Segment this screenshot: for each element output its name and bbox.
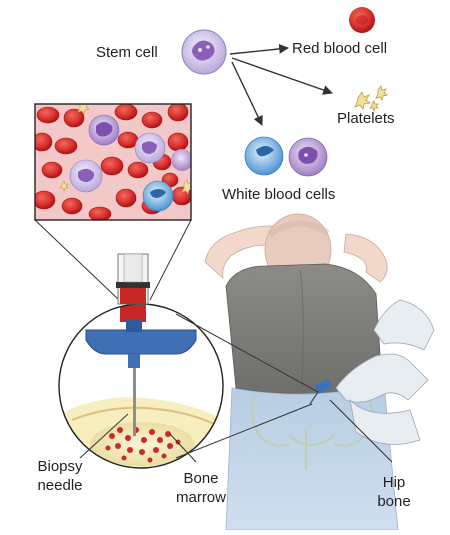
lineage-arrows bbox=[229, 44, 333, 126]
red-blood-cell-label: Red blood cell bbox=[292, 40, 388, 57]
stem-cell bbox=[181, 29, 227, 75]
bone-marrow-label-line1: Bone bbox=[183, 470, 219, 487]
blood-smear-magnification bbox=[34, 103, 192, 221]
biopsy-needle-label: Biopsy needle bbox=[28, 458, 92, 496]
bone-marrow-label: Bone marrow bbox=[166, 470, 236, 508]
biopsy-needle-label-line2: needle bbox=[37, 476, 83, 494]
zoom-lines bbox=[34, 219, 192, 301]
leader-lines bbox=[79, 399, 393, 463]
hip-bone-label-line1: Hip bbox=[382, 474, 406, 491]
bone-marrow-label-line2: marrow bbox=[175, 488, 226, 506]
red-blood-cell-icon bbox=[349, 7, 375, 33]
hip-zoom-lines bbox=[175, 313, 319, 459]
white-blood-cell-icon bbox=[244, 136, 328, 177]
biopsy-needle-label-line1: Biopsy bbox=[37, 458, 83, 475]
white-blood-cells-label: White blood cells bbox=[222, 186, 336, 203]
hip-bone-label: Hip bone bbox=[366, 474, 422, 512]
platelets-label: Platelets bbox=[337, 110, 395, 127]
platelets-icon bbox=[354, 85, 388, 113]
biopsy-magnification bbox=[58, 253, 224, 469]
patient-figure bbox=[204, 213, 435, 531]
stem-cell-label: Stem cell bbox=[96, 44, 158, 61]
hip-bone-label-line2: bone bbox=[377, 492, 411, 510]
